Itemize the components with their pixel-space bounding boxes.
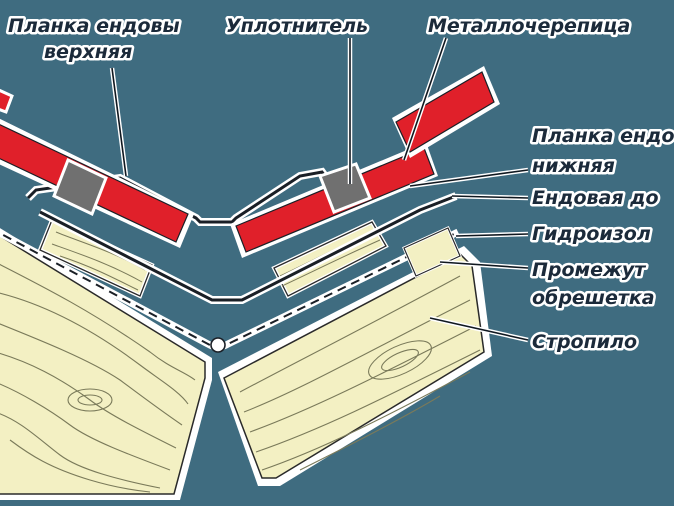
label-intermediate-line1: Промежут <box>532 259 646 281</box>
label-waterproofing: Гидроизол <box>532 223 651 245</box>
valley-board <box>402 226 462 278</box>
right-tile-upper-body <box>395 71 495 153</box>
leader-lines <box>109 37 529 343</box>
lower-strip-line <box>39 194 457 302</box>
left-rafter <box>0 228 212 500</box>
lower-valley-strip <box>38 192 458 304</box>
labels: Планка ендовы верхняя Уплотнитель Металл… <box>6 13 674 356</box>
waterproofing-membrane <box>0 228 460 353</box>
label-rafter: Стропило <box>532 331 637 353</box>
label-metal-tile: Металлочерепица <box>428 15 630 37</box>
left-rafter-body <box>0 235 206 495</box>
valley-board-outline <box>403 227 461 277</box>
right-rafter <box>218 246 492 486</box>
label-upper-valley-strip-line2: верхняя <box>44 41 132 63</box>
label-upper-valley-strip-line1: Планка ендовы <box>8 15 180 37</box>
label-intermediate-line2: обрешетка <box>532 287 655 309</box>
right-rafter-grain <box>239 275 481 471</box>
label-valley-board: Ендовая до <box>532 187 659 209</box>
label-lower-valley-strip-line1: Планка ендо <box>532 125 674 147</box>
label-sealant: Уплотнитель <box>226 15 368 37</box>
left-sealant <box>52 157 108 217</box>
label-lower-valley-strip-line2: нижняя <box>532 155 615 177</box>
left-rafter-grain <box>0 263 196 493</box>
right-batten-outline <box>273 221 387 297</box>
left-metal-tile <box>0 88 194 248</box>
right-sealant <box>318 162 372 214</box>
left-tile-top-step <box>0 88 14 114</box>
membrane-fold <box>210 337 226 353</box>
